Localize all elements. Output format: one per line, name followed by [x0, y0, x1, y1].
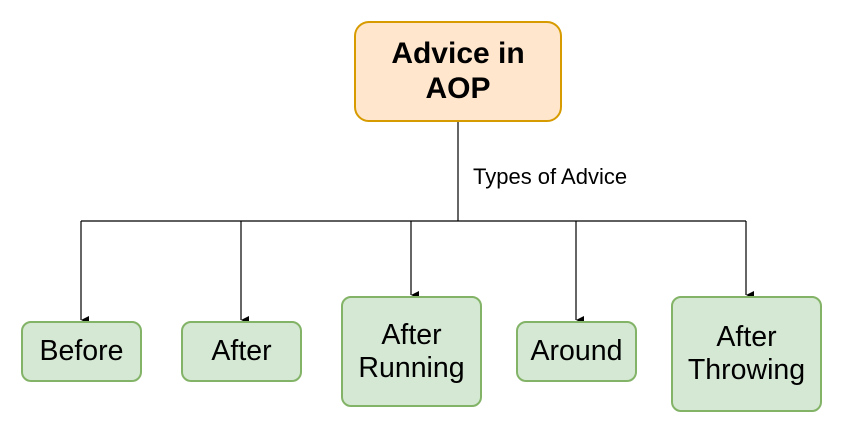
node-around: Around [516, 321, 637, 382]
node-after-running: After Running [341, 296, 482, 407]
node-before: Before [21, 321, 142, 382]
node-after-throwing: After Throwing [671, 296, 822, 412]
node-after: After [181, 321, 302, 382]
root-node-advice-in-aop: Advice in AOP [354, 21, 562, 122]
types-of-advice-label: Types of Advice [473, 164, 628, 189]
